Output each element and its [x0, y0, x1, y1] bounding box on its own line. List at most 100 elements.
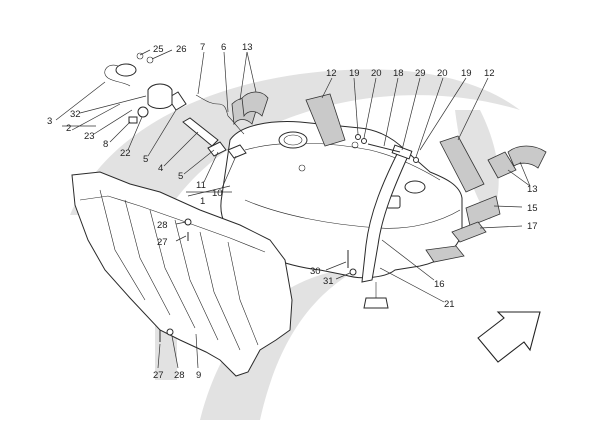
filler-neck [361, 144, 413, 309]
leader-16 [381, 239, 435, 281]
shield-rib-3 [149, 209, 196, 329]
leader-29 [401, 77, 421, 151]
strap-18 [367, 143, 401, 153]
clip-20-right [413, 157, 419, 163]
shield-rib-2 [124, 199, 171, 316]
leader-15 [493, 205, 523, 208]
leader-19-left [353, 77, 359, 135]
shield-rib-6 [227, 241, 259, 346]
callout-26-top: 26 [176, 44, 187, 55]
leader-lines [55, 49, 531, 369]
pad-15 [465, 195, 501, 227]
callout-21: 21 [444, 299, 455, 310]
leader-3 [55, 81, 106, 121]
leader-25 [139, 49, 151, 56]
callout-3: 3 [47, 116, 52, 127]
shield-edge [79, 195, 266, 253]
callout-12-left: 12 [326, 68, 337, 79]
leader-17 [479, 225, 523, 229]
pad-12-right [439, 135, 485, 193]
pad-13-right-b [507, 145, 547, 169]
leader-5-mid [183, 149, 215, 175]
leader-10 [221, 155, 237, 189]
leader-12-left [321, 77, 333, 99]
leader-9 [195, 333, 199, 369]
pad-13-top-b [241, 91, 269, 118]
callout-16: 16 [434, 279, 445, 290]
screw-25 [136, 52, 144, 60]
shield-rib-4 [174, 219, 219, 341]
callout-27-mid: 27 [157, 237, 168, 248]
callout-28-mid: 28 [157, 220, 168, 231]
leader-22 [127, 116, 143, 151]
direction-arrow [477, 311, 541, 363]
leader-28-mid [175, 221, 187, 225]
leader-7 [197, 51, 205, 95]
watermark-right-wedge [455, 110, 499, 220]
leader-26 [151, 49, 173, 60]
leader-20-left [363, 77, 377, 139]
pump-cap [115, 63, 137, 77]
callout-20-right: 20 [437, 68, 448, 79]
vent-line-6 [227, 115, 245, 135]
watermark-lower-curve [200, 268, 360, 420]
fuel-pump-opening [278, 131, 308, 149]
tank-fitting-b [298, 164, 306, 172]
callout-2: 2 [66, 123, 71, 134]
leader-12-right [457, 77, 489, 141]
clip-8 [128, 116, 138, 124]
clip-20-left [361, 138, 367, 144]
pads [231, 91, 547, 263]
screw-26 [146, 56, 154, 64]
callout-13-top: 13 [242, 42, 253, 53]
callout-13-right: 13 [527, 184, 538, 195]
callout-32: 32 [70, 109, 81, 120]
washer-31 [349, 268, 357, 276]
leader-27-bot [157, 343, 161, 369]
leader-30 [325, 261, 347, 271]
callout-6: 6 [221, 42, 226, 53]
callout-5-top: 5 [143, 154, 148, 165]
callout-23: 23 [84, 131, 95, 142]
pad-13-right-a [487, 151, 517, 179]
clip-19-left [355, 134, 361, 140]
tank-fitting-a [351, 141, 359, 149]
leader-31 [335, 272, 351, 280]
callout-27-bot: 27 [153, 370, 164, 381]
callout-10: 10 [212, 188, 223, 199]
callout-17: 17 [527, 221, 538, 232]
callout-22: 22 [120, 148, 131, 159]
leader-11 [203, 151, 219, 183]
ring-22 [137, 106, 149, 118]
callout-4: 4 [158, 163, 163, 174]
leader-1 [187, 185, 231, 197]
leader-13-right-b [519, 161, 531, 187]
callout-20-left: 20 [371, 68, 382, 79]
watermark-swoosh [70, 69, 520, 215]
callout-30: 30 [310, 266, 321, 277]
leader-27-mid [175, 235, 187, 242]
callout-labels: 25 26 7 6 13 12 19 20 18 29 20 19 12 3 3… [47, 42, 538, 381]
callout-5-mid: 5 [178, 171, 183, 182]
leader-18 [383, 77, 399, 147]
leader-5-top [147, 109, 177, 157]
pad-12-left [305, 93, 346, 147]
fasteners [159, 134, 419, 342]
leader-13b [246, 51, 257, 93]
washer-28-bot [166, 328, 174, 336]
leader-23 [93, 109, 133, 135]
shield-rib-5 [199, 231, 241, 351]
callout-18: 18 [393, 68, 404, 79]
leader-4 [163, 131, 199, 167]
callout-1: 1 [200, 196, 205, 207]
filler-neck-clamp [391, 144, 413, 160]
callout-11: 11 [196, 180, 206, 191]
connector-10 [227, 144, 247, 159]
callout-8: 8 [103, 139, 108, 150]
connector-11 [207, 141, 227, 157]
shield-panel [71, 171, 293, 377]
fuel-tank-top-ridge [244, 142, 441, 181]
callout-19-right: 19 [461, 68, 472, 79]
callout-29: 29 [415, 68, 426, 79]
pad-17 [451, 221, 487, 243]
